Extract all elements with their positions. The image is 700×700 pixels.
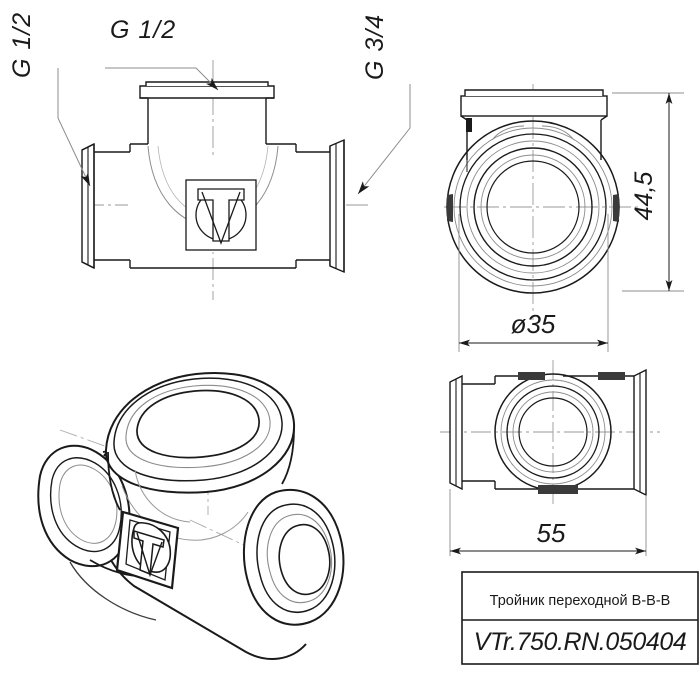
dimension-height-text: 44,5	[630, 172, 658, 221]
side-view-left-socket	[449, 374, 520, 491]
isometric-internal-bore	[121, 469, 249, 541]
front-view-leaders	[57, 67, 411, 195]
dimension-length: 55	[449, 489, 647, 556]
side-view-centerlines	[440, 360, 660, 505]
press-indicator-notch	[466, 118, 472, 172]
side-view-right-socket	[612, 368, 647, 497]
side-view-press-marks	[518, 372, 625, 494]
title-block-article-code: VTr.750.RN.050404	[474, 628, 687, 656]
title-block: Тройник переходной В-В-В VTr.750.RN.0504…	[461, 571, 699, 665]
dimension-height: 44,5	[612, 92, 684, 292]
dimension-diameter-text: ø35	[511, 309, 556, 339]
side-view	[440, 360, 660, 505]
thread-label-top: G 1/2	[110, 16, 176, 44]
end-view-saddle	[491, 125, 575, 141]
end-view	[444, 84, 640, 320]
end-view-branch-socket	[460, 89, 608, 160]
front-section-view	[81, 60, 372, 300]
end-view-bead-marks	[447, 194, 619, 222]
side-view-body-edges	[520, 375, 612, 490]
thread-label-left: G 1/2	[8, 12, 36, 78]
valtec-vt-logo-isometric	[115, 510, 180, 590]
title-block-description: Тройник переходной В-В-В	[490, 593, 671, 609]
isometric-view	[37, 372, 345, 660]
isometric-body	[37, 372, 345, 660]
thread-label-right: G 3/4	[361, 14, 389, 80]
dimension-diameter: ø35	[458, 214, 609, 352]
end-view-centerlines	[444, 84, 640, 320]
dimension-length-text: 55	[537, 518, 566, 548]
valtec-vt-logo	[185, 179, 257, 251]
